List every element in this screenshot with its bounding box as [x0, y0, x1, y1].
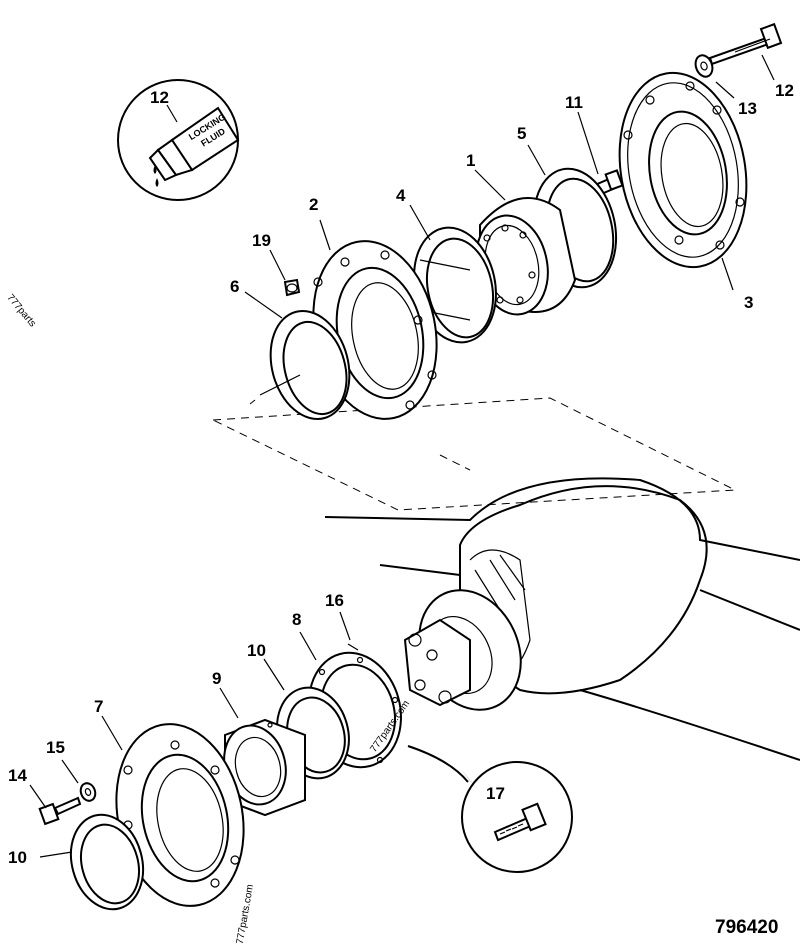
callout-8: 8	[292, 610, 301, 629]
callout-labels: 1 2 3 4 5 6 7 8 9 10 10 11 12 12 13 14 1…	[8, 81, 794, 867]
callout-12-bolt: 12	[775, 81, 794, 100]
callout-6: 6	[230, 277, 239, 296]
axle-housing	[324, 477, 800, 761]
leader-lines	[29, 54, 775, 858]
callout-1: 1	[466, 151, 475, 170]
part-12-bolt-top	[694, 22, 783, 78]
callout-19: 19	[252, 231, 271, 250]
part-3-flange-plate	[618, 71, 748, 269]
callout-7: 7	[94, 697, 103, 716]
part-19-plug	[283, 278, 301, 297]
callout-14: 14	[8, 766, 27, 785]
drawing-reference-number: 796420	[715, 917, 778, 938]
part-7-lower-flange	[115, 723, 245, 907]
callout-16: 16	[325, 591, 344, 610]
callout-10-middle: 10	[247, 641, 266, 660]
callout-15: 15	[46, 738, 65, 757]
part-4-seal	[413, 226, 497, 344]
part-9-bearing	[223, 718, 306, 817]
part-14-bolt	[38, 782, 97, 826]
callout-4: 4	[396, 186, 406, 205]
callout-2: 2	[309, 195, 318, 214]
callout-3: 3	[744, 293, 753, 312]
part-6-seal	[269, 309, 351, 421]
part-16-pin	[347, 643, 359, 651]
callout-5: 5	[517, 124, 526, 143]
detail-circle-locking-fluid: LOCKING FLUID	[117, 79, 240, 201]
callout-13: 13	[738, 99, 757, 118]
callout-10-left: 10	[8, 848, 27, 867]
watermark-bottom: 777parts.com	[235, 884, 256, 946]
callout-12-detail: 12	[150, 88, 169, 107]
detail-circle-part-17	[407, 745, 573, 873]
watermark-side: 777parts	[4, 292, 37, 329]
callout-9: 9	[212, 669, 221, 688]
callout-11: 11	[565, 93, 583, 112]
callout-17: 17	[486, 784, 505, 803]
assembly-dashed-outline	[212, 397, 737, 511]
part-10-ring-left	[69, 813, 145, 911]
